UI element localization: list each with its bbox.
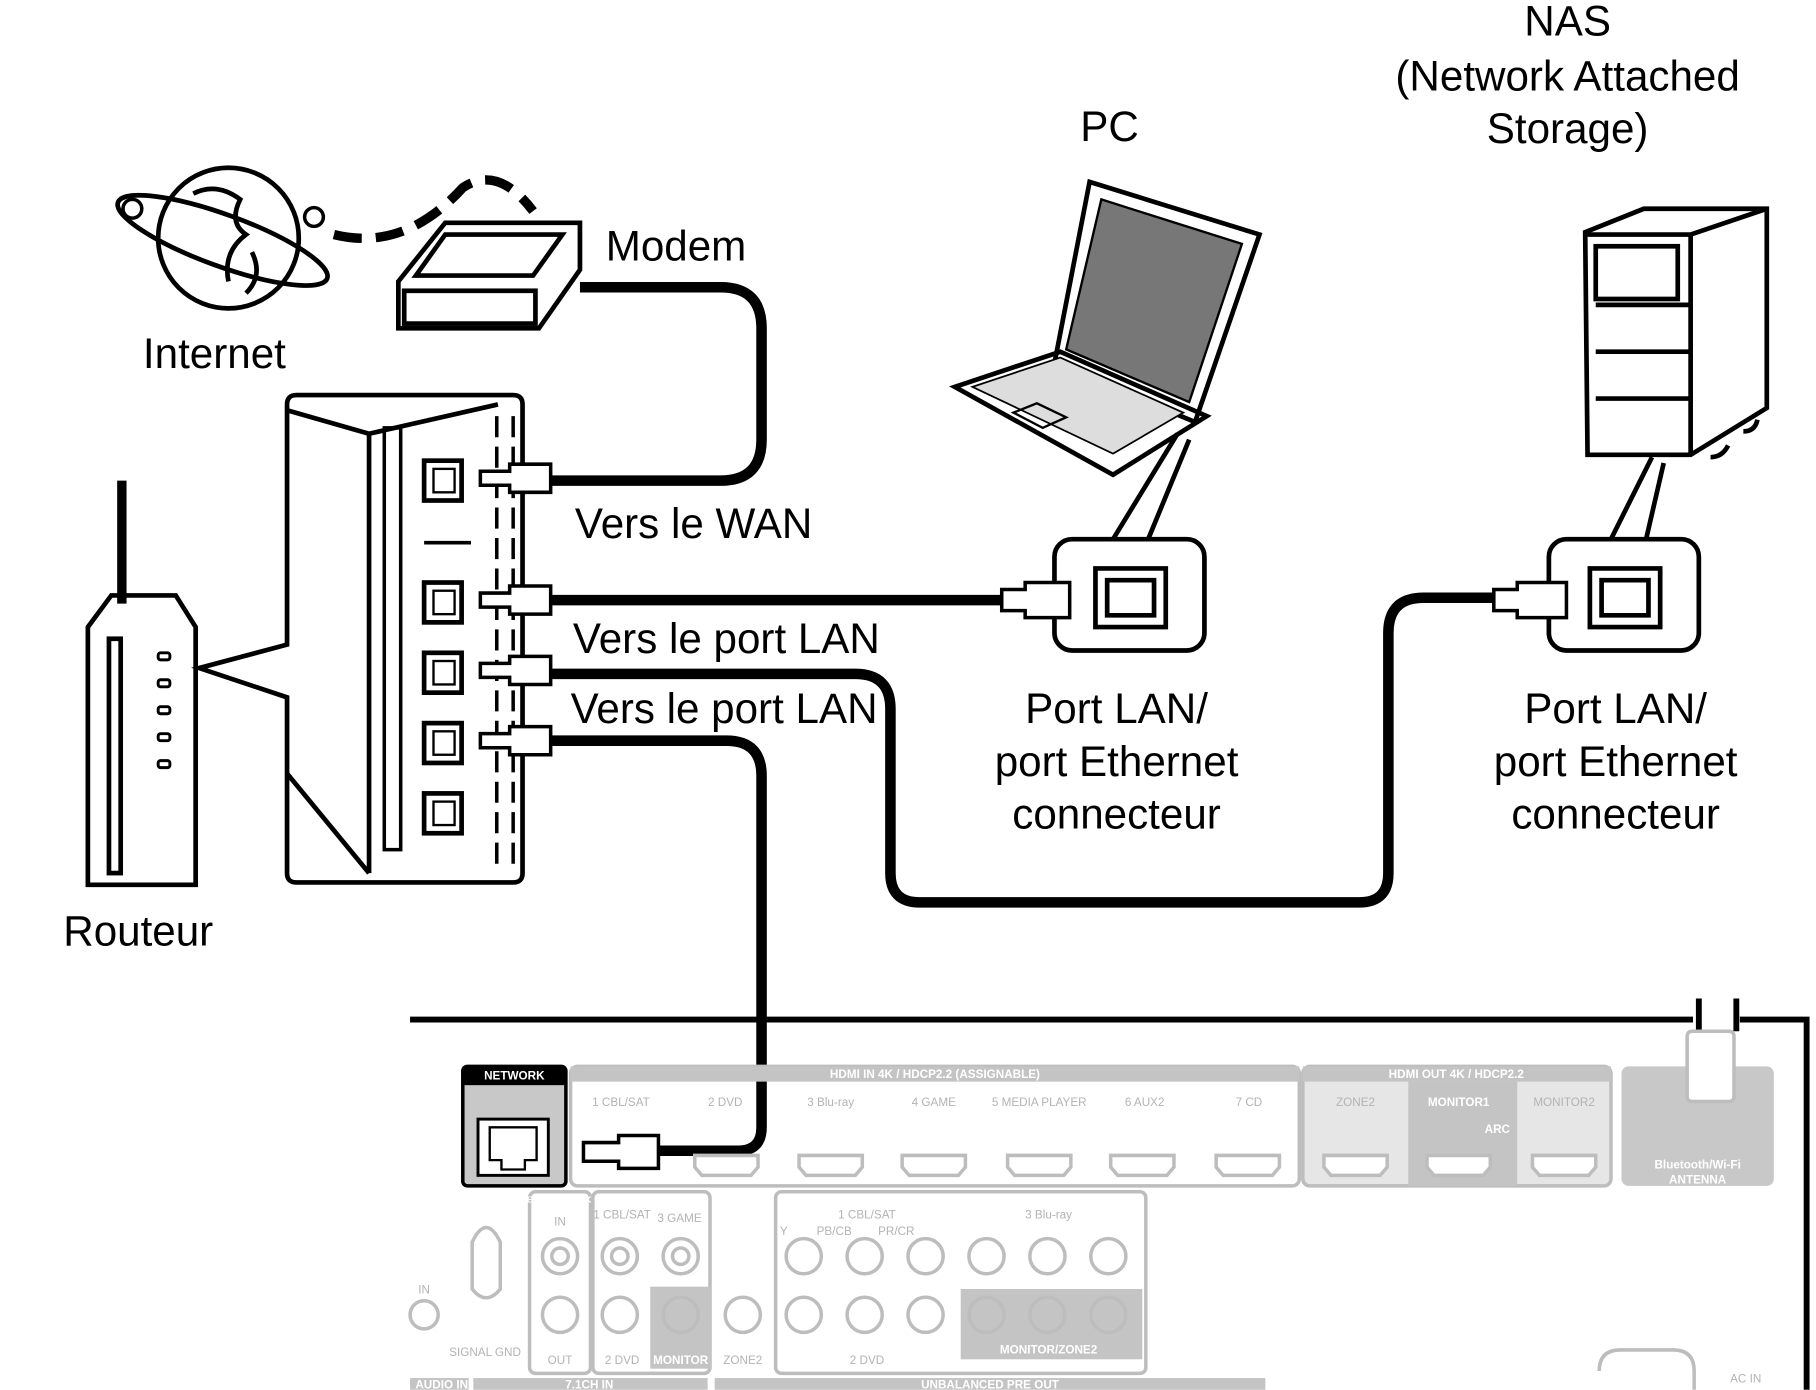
- hdmi-input-label: 6 AUX2: [1125, 1096, 1165, 1109]
- signal-gnd-label: SIGNAL GND: [449, 1346, 521, 1359]
- nas-title-2: (Network Attached: [1395, 52, 1739, 99]
- nas-title-1: NAS: [1524, 0, 1611, 44]
- network-port-section: NETWORK: [461, 1064, 568, 1188]
- router-port-lan-4: [421, 791, 464, 836]
- hdmi-out-label: HDMI OUT 4K / HDCP2.2: [1389, 1068, 1525, 1081]
- pre-out-label: UNBALANCED PRE OUT: [921, 1379, 1060, 1390]
- nas-port-label-1: Port LAN/: [1524, 685, 1707, 732]
- remote-control-label: REMOTE CONTROL: [521, 1195, 599, 1204]
- remote-out-label: OUT: [548, 1354, 573, 1367]
- wan-cable: [550, 282, 767, 486]
- wireless-link: [332, 175, 537, 243]
- to-lan-label-1: Vers le port LAN: [573, 615, 880, 662]
- pc-lan-port: [1052, 536, 1207, 653]
- component-out-label: MONITOR/ZONE2: [1000, 1343, 1098, 1356]
- pc-callout-line: [1111, 432, 1192, 541]
- nas-port-label-2: port Ethernet: [1494, 738, 1738, 785]
- hdmi-input-label: 3 Blu-ray: [807, 1096, 854, 1109]
- hdmi-input-label: 2 DVD: [708, 1096, 742, 1109]
- component-out-label: COMPONENT VIDEO OUT: [977, 1360, 1122, 1373]
- component-group: 3 Blu-ray: [1025, 1209, 1072, 1222]
- modem-icon: [396, 220, 583, 331]
- receiver-cable: [550, 735, 767, 1157]
- router-port-lan-3: [421, 720, 464, 766]
- antenna-label-2: ANTENNA: [1669, 1174, 1727, 1187]
- hdmi-output-label: MONITOR1: [1428, 1096, 1490, 1109]
- hdmi-in-section: HDMI IN 4K / HDCP2.2 (ASSIGNABLE) 1 CBL/…: [568, 1064, 1302, 1188]
- pc-port-label-2: port Ethernet: [995, 738, 1239, 785]
- laptop-icon: [949, 178, 1263, 478]
- pc-port-label-1: Port LAN/: [1025, 685, 1208, 732]
- pc-ethernet-plug: [999, 580, 1072, 620]
- ethernet-plugs-router: [478, 462, 553, 757]
- video-out-item: MONITOR: [653, 1354, 709, 1367]
- antenna-section: Bluetooth/Wi-Fi ANTENNA: [1621, 1029, 1774, 1187]
- video-in-item: 2 DVD: [605, 1354, 639, 1367]
- remote-in-label: IN: [554, 1216, 566, 1229]
- nas-ethernet-plug: [1492, 580, 1569, 620]
- nas-icon: [1582, 206, 1770, 460]
- pc-port-label-3: connecteur: [1012, 791, 1221, 838]
- nas-port-label-3: connecteur: [1511, 791, 1720, 838]
- component-channel: PB/CB: [817, 1225, 852, 1238]
- video-out-label: VIDEO OUT: [717, 1194, 769, 1204]
- component-channel: Y: [780, 1225, 788, 1238]
- router-label: Routeur: [63, 908, 213, 955]
- nas-title-3: Storage): [1487, 105, 1649, 152]
- hdmi-in-label: HDMI IN 4K / HDCP2.2 (ASSIGNABLE): [830, 1068, 1040, 1081]
- nas-cable: [550, 592, 1529, 908]
- modem-label: Modem: [606, 222, 747, 269]
- to-lan-label-2: Vers le port LAN: [571, 685, 878, 732]
- receiver-rear-panel: [410, 998, 1810, 1390]
- to-wan-label: Vers le WAN: [575, 500, 812, 547]
- hdmi-input-label: 7 CD: [1236, 1096, 1263, 1109]
- hdmi-input-label: 5 MEDIA PLAYER: [992, 1096, 1087, 1109]
- router-port-lan-1: [421, 580, 464, 625]
- hdmi-out-section: HDMI OUT 4K / HDCP2.2 ZONE2 MONITOR1 MON…: [1301, 1064, 1613, 1188]
- lower-panel: REMOTE CONTROL IN OUT VIDEO IN (ASSIGNAB…: [408, 1190, 1761, 1390]
- hdmi-input-label: 4 GAME: [912, 1096, 956, 1109]
- router-icon: [85, 480, 199, 888]
- hdmi-output-label: ZONE2: [1336, 1096, 1375, 1109]
- hdmi-output-label: MONITOR2: [1533, 1096, 1595, 1109]
- ac-in-label: AC IN: [1730, 1373, 1761, 1386]
- video-in-item: 1 CBL/SAT: [593, 1209, 651, 1222]
- nas-lan-port: [1546, 536, 1702, 653]
- component-in-label: COMPONENT VIDEO IN (ASSIGNABLE): [840, 1192, 1059, 1205]
- phono-in-label: IN: [418, 1284, 430, 1297]
- component-group: 2 DVD: [850, 1354, 884, 1367]
- receiver-ethernet-plug: [581, 1133, 661, 1171]
- component-group: 1 CBL/SAT: [838, 1209, 896, 1222]
- 7ch-in-label: 7.1CH IN: [565, 1379, 613, 1390]
- video-out-item: ZONE2: [723, 1354, 762, 1367]
- arc-label: ARC: [1485, 1123, 1511, 1136]
- antenna-label-1: Bluetooth/Wi-Fi: [1654, 1158, 1740, 1171]
- video-in-label: VIDEO IN (ASSIGNABLE): [603, 1195, 701, 1204]
- network-label: NETWORK: [484, 1069, 545, 1082]
- internet-label: Internet: [143, 330, 286, 377]
- router-port-wan: [421, 458, 464, 503]
- audio-in-label: AUDIO IN: [415, 1379, 468, 1390]
- component-channel: PR/CR: [878, 1225, 914, 1238]
- router-ports-callout: [191, 392, 525, 885]
- video-in-item: 3 GAME: [657, 1212, 701, 1225]
- hdmi-input-label: 1 CBL/SAT: [592, 1096, 650, 1109]
- router-port-lan-2: [421, 650, 464, 695]
- globe-icon: [115, 165, 330, 311]
- nas-callout-line: [1608, 456, 1666, 541]
- pc-title: PC: [1080, 103, 1139, 150]
